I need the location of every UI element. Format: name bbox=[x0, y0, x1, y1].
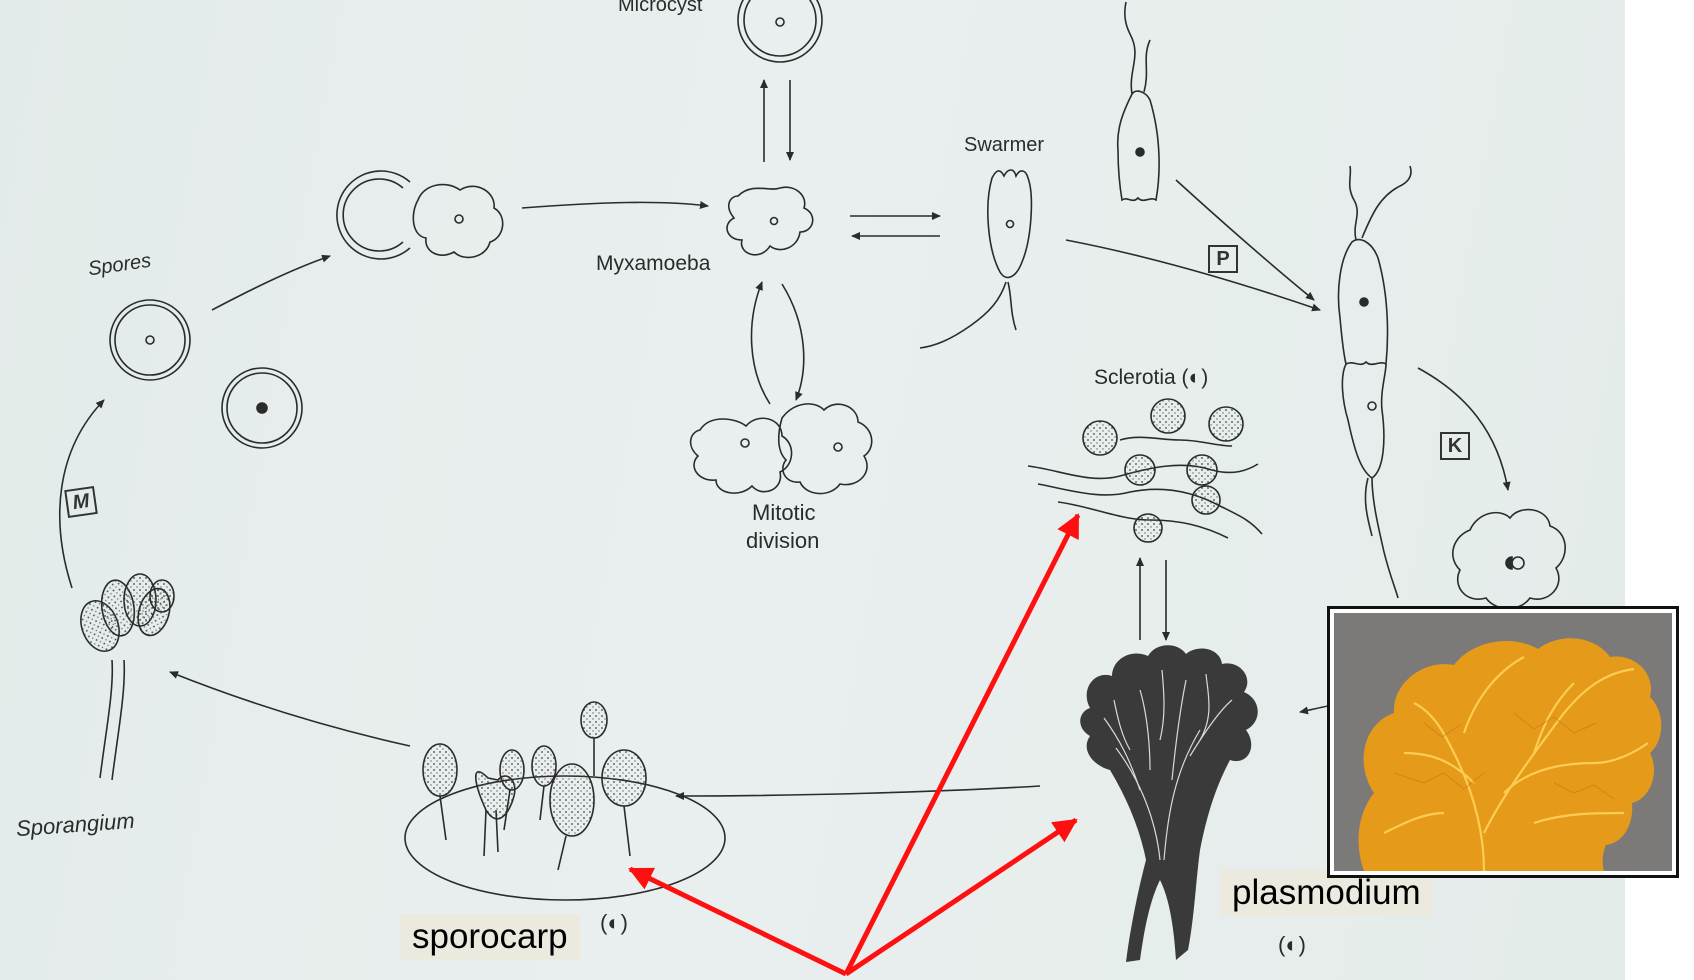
dividing-flagellate-cell bbox=[1337, 165, 1412, 599]
mitotic-label-line1: Mitotic bbox=[752, 500, 816, 525]
box-label-k: K bbox=[1440, 432, 1470, 460]
plasmodium-callout: plasmodium bbox=[1220, 870, 1433, 916]
myxamoeba-label: Myxamoeba bbox=[596, 252, 711, 275]
plasmodium-photo bbox=[1327, 606, 1679, 878]
box-label-p: P bbox=[1208, 245, 1238, 273]
microcyst-label: Microcyst bbox=[618, 0, 703, 16]
sclerotia-label: Sclerotia (◐) bbox=[1094, 366, 1209, 389]
sporocarp-callout: sporocarp bbox=[400, 914, 580, 960]
flagellate-cell bbox=[1116, 1, 1160, 202]
sporocarp-ploidy-label: (◐) bbox=[600, 910, 628, 935]
swarmer-label: Swarmer bbox=[964, 134, 1045, 156]
sporocarp-drawing bbox=[404, 701, 726, 901]
amoeboid-cell bbox=[1451, 508, 1566, 610]
box-label-m: M bbox=[64, 486, 98, 518]
plasmodium-ploidy-label: (◐) bbox=[1278, 932, 1306, 957]
microcyst-cell bbox=[737, 0, 823, 63]
myxamoeba-cell bbox=[726, 186, 814, 256]
plasmodium-drawing bbox=[1080, 645, 1258, 962]
spore-cell-2 bbox=[221, 367, 303, 449]
mitotic-division-cells bbox=[689, 403, 873, 495]
mitotic-label-line2: division bbox=[746, 528, 820, 553]
annotation-arrows bbox=[628, 513, 1081, 977]
spore-cell-1 bbox=[109, 299, 191, 381]
sporangium-drawing bbox=[80, 573, 175, 781]
sclerotia-drawing bbox=[1027, 398, 1263, 543]
swarmer-cell bbox=[919, 169, 1033, 349]
germinating-spore bbox=[336, 170, 504, 260]
